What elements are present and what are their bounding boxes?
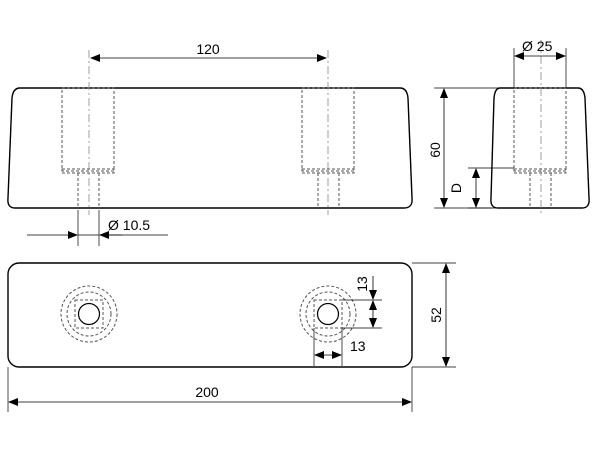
- dimension-hole-diameter-label: Ø 10.5: [108, 217, 150, 233]
- dimension-spacing-label: 120: [196, 41, 220, 57]
- dimension-top-diameter-label: Ø 25: [522, 38, 553, 54]
- dimension-height-label: 60: [427, 142, 443, 158]
- dimension-length: 200: [7, 367, 413, 412]
- top-view: [7, 262, 413, 368]
- left-through-hole: [77, 302, 101, 326]
- side-view-outline: [490, 87, 590, 209]
- dimension-depth: D: [448, 167, 514, 209]
- dimension-square-horizontal-label: 13: [350, 338, 366, 354]
- right-hole-group: [299, 285, 357, 343]
- dimension-square-horizontal: 13: [313, 328, 366, 366]
- dimension-top-diameter: Ø 25: [513, 38, 567, 88]
- side-bore-hidden: [513, 87, 567, 208]
- top-view-outline: [7, 262, 413, 368]
- front-view-outline: [7, 87, 413, 209]
- front-view: [7, 50, 413, 215]
- dimension-square-vertical-label: 13: [354, 276, 370, 292]
- right-through-hole: [316, 302, 340, 326]
- dimension-spacing: 120: [90, 41, 327, 62]
- left-bore-hidden: [61, 87, 115, 208]
- dimension-width: 52: [412, 262, 456, 368]
- dimension-length-label: 200: [195, 384, 219, 400]
- dimension-width-label: 52: [428, 307, 444, 323]
- dimension-depth-label: D: [448, 183, 464, 193]
- dimension-hole-diameter: Ø 10.5: [27, 210, 168, 246]
- side-view: [490, 40, 590, 215]
- dimension-square-vertical: 13: [342, 276, 382, 329]
- left-hole-group: [60, 285, 118, 343]
